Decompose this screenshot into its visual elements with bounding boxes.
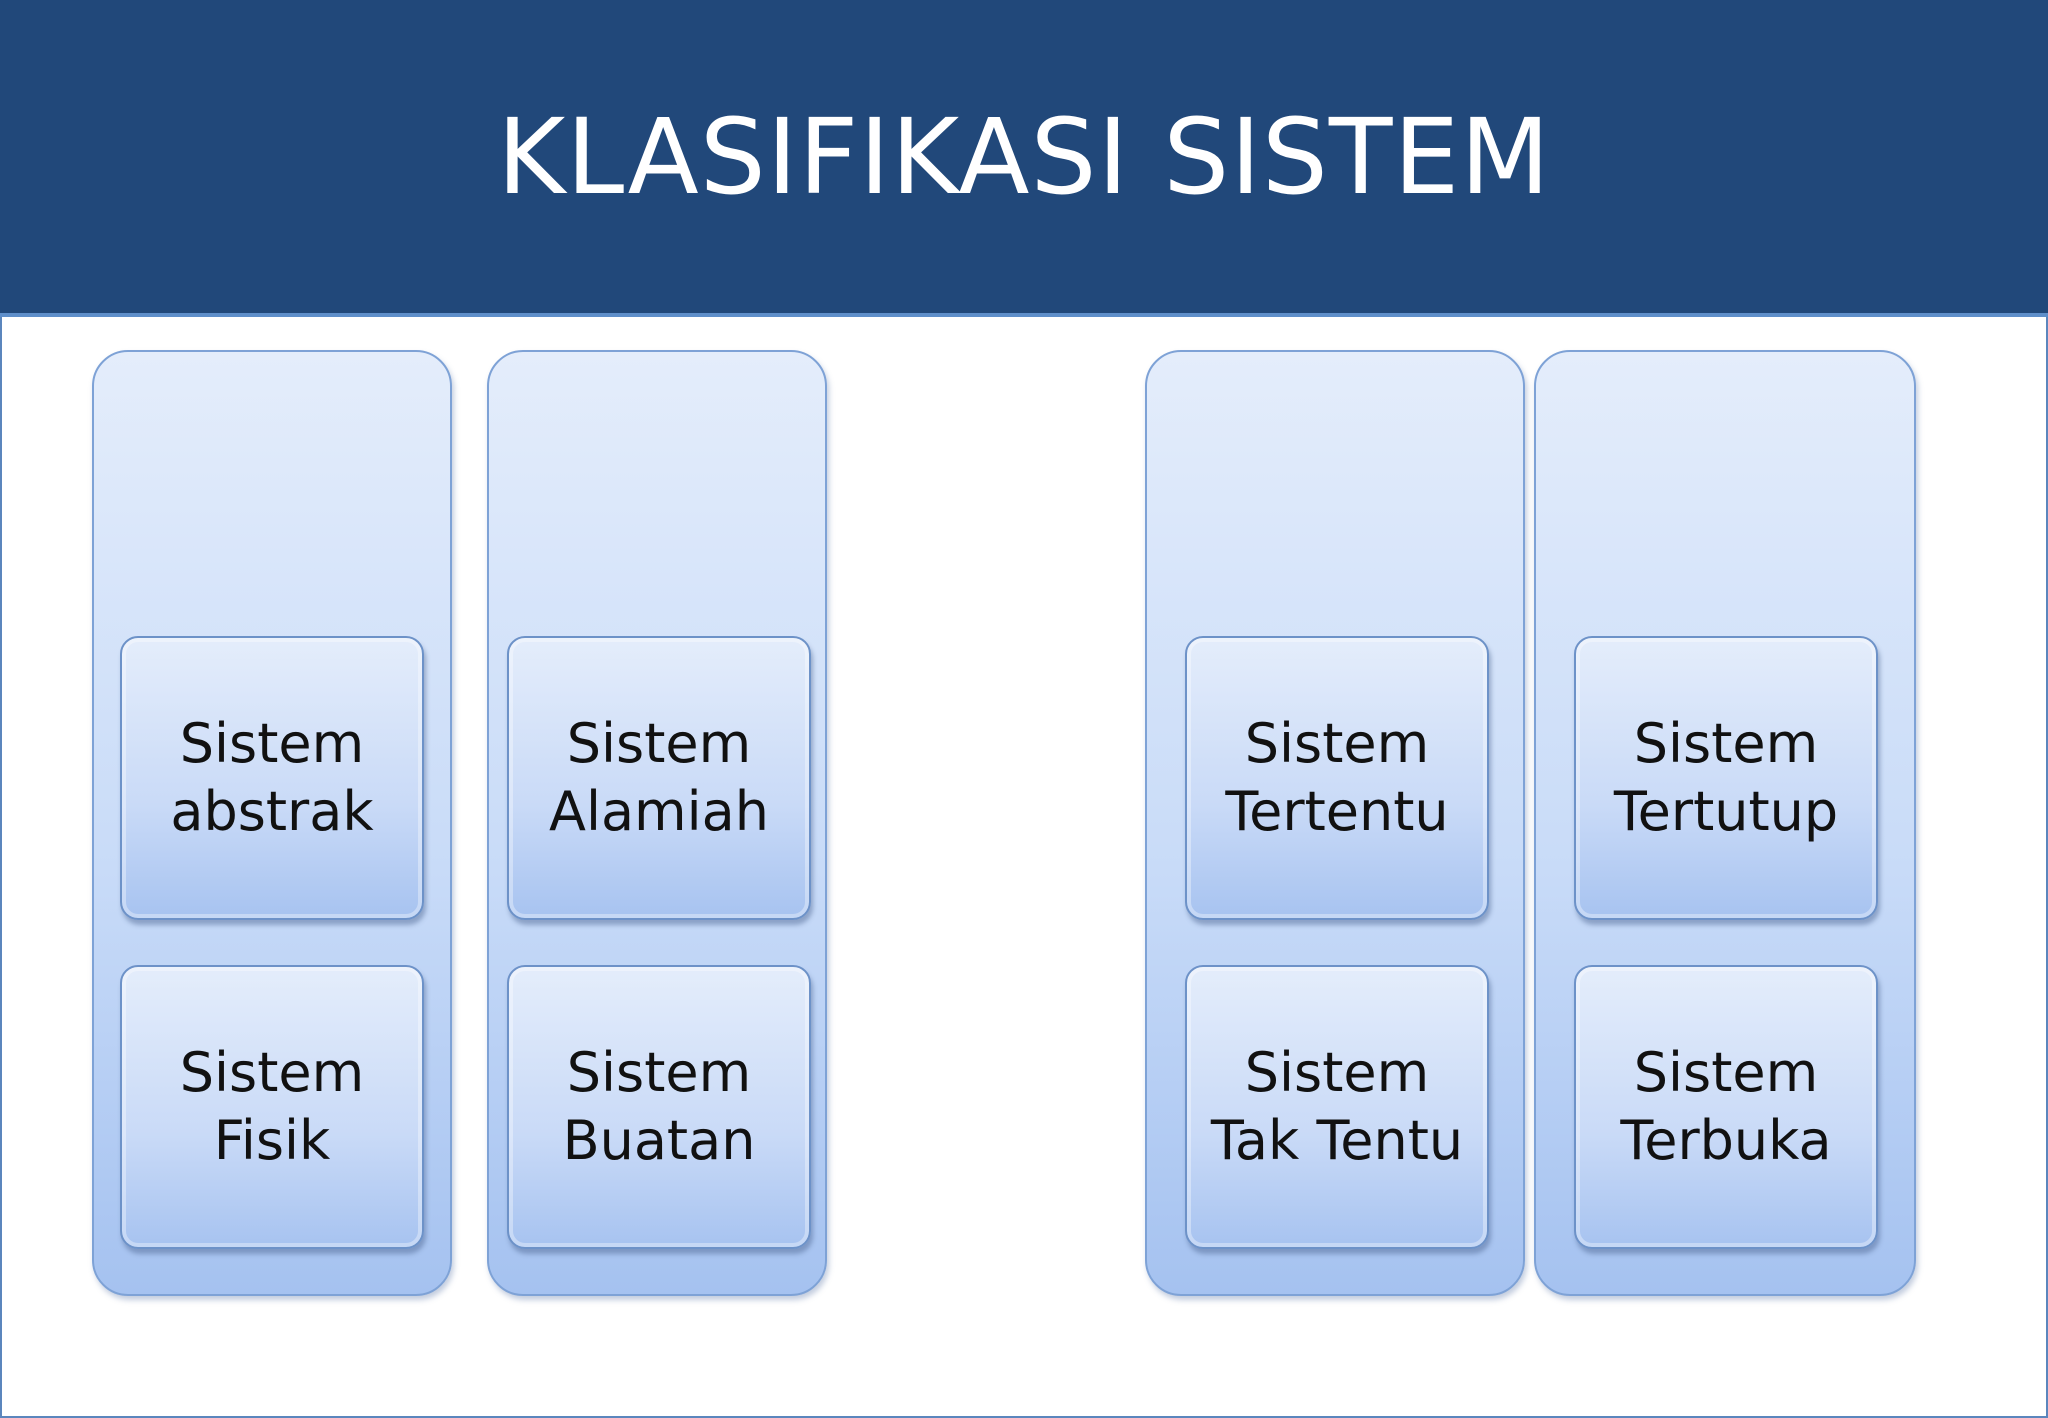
box-sistem-abstrak: Sistem abstrak: [120, 636, 424, 920]
box-sistem-alamiah: Sistem Alamiah: [507, 636, 811, 920]
box-sistem-tertentu: Sistem Tertentu: [1185, 636, 1489, 920]
group-tertentu-taktentu: Sistem Tertentu Sistem Tak Tentu: [1145, 350, 1525, 1296]
group-abstrak-fisik: Sistem abstrak Sistem Fisik: [92, 350, 452, 1296]
box-sistem-tak-tentu: Sistem Tak Tentu: [1185, 965, 1489, 1249]
title-banner: [0, 0, 2048, 317]
box-sistem-terbuka: Sistem Terbuka: [1574, 965, 1878, 1249]
group-alamiah-buatan: Sistem Alamiah Sistem Buatan: [487, 350, 827, 1296]
box-sistem-fisik: Sistem Fisik: [120, 965, 424, 1249]
box-sistem-buatan: Sistem Buatan: [507, 965, 811, 1249]
box-sistem-tertutup: Sistem Tertutup: [1574, 636, 1878, 920]
slide-title: KLASIFIKASI SISTEM: [497, 95, 1551, 218]
group-tertutup-terbuka: Sistem Tertutup Sistem Terbuka: [1534, 350, 1916, 1296]
